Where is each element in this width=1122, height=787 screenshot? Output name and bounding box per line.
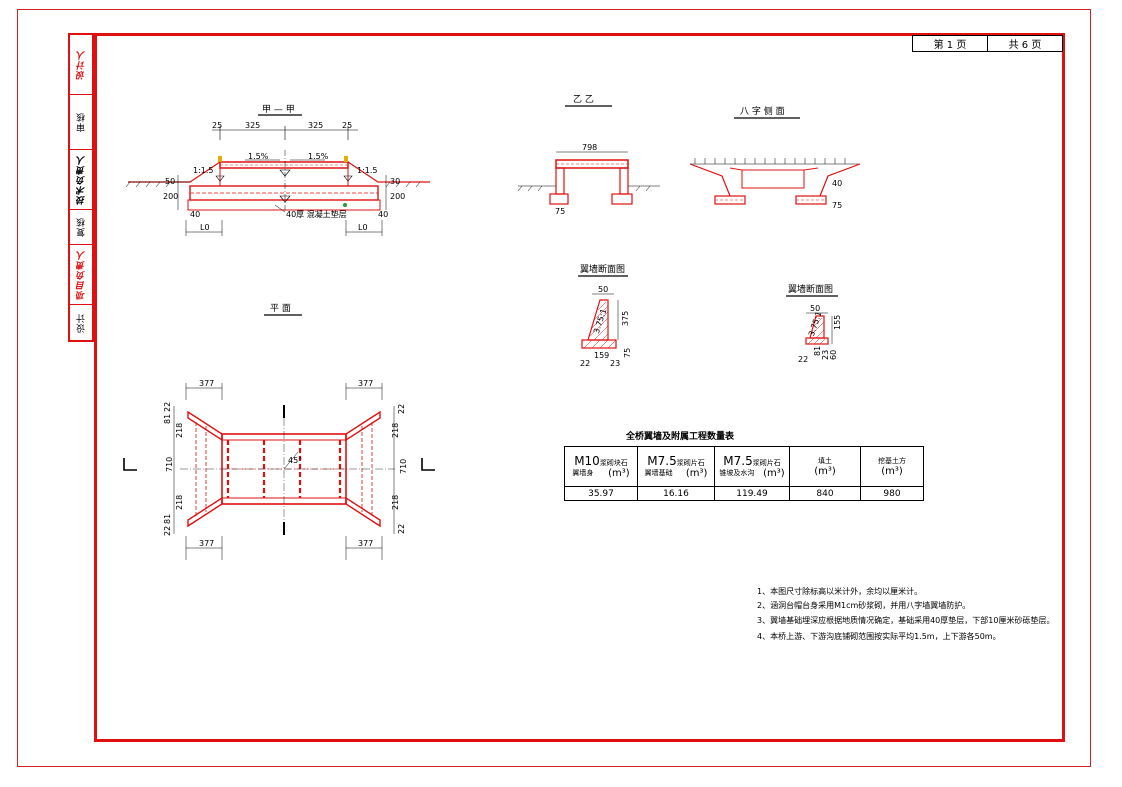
wall2-left: 22 [798,355,808,364]
wall2-right: 23 [821,350,830,360]
table-header-cell: 填土 (m³) [789,446,861,487]
dim-25-left: 25 [212,121,222,130]
quantity-table-title: 全桥翼墙及附属工程数量表 [626,432,735,442]
plan-bottom-right: 377 [358,539,373,548]
plan-right-2: 218 [391,423,400,438]
sig-cell-3: 技术负责人 [70,150,92,210]
note-2: 2、涵洞台帽台身采用M1cm砂浆砌，并用八字墙翼墙防护。 [757,601,971,610]
section-a: 甲 — 甲 25 325 325 25 1.5% 1.5% 1:1.5 1:1.… [125,104,430,236]
wall2-mid: 81 [813,346,822,356]
sig-cell-1: 设计人 [70,35,92,95]
table-header-cell: M7.5浆砌片石 翼墙基础(m³) [637,446,715,487]
drawing-frame [94,33,1065,742]
page-total: 共 6 页 [987,36,1062,51]
plan-angle: 45° [288,456,302,465]
sig-cell-2: 审核 [70,95,92,150]
plan-left-1: 22 [163,402,172,412]
plan-left-3: 218 [175,423,184,438]
plan-left-4: 710 [165,457,174,472]
side-slope-left: 1:1.5 [193,166,214,175]
wall1-right: 23 [610,359,620,368]
wall1-title: 翼墙断面图 [580,263,625,275]
table-cell: 35.97 [564,486,638,501]
page-number-box: 第 1 页 共 6 页 [912,35,1063,52]
wall1-top: 50 [598,285,608,294]
dim-200-right: 200 [390,192,405,201]
section-b-title: 乙 乙 [573,94,594,105]
wing-dim-75: 75 [832,201,842,210]
table-header-cell: M10浆砌块石 翼墙身(m³) [564,446,638,487]
dim-40-right: 40 [378,210,388,219]
plan-bottom-left: 377 [199,539,214,548]
table-header-row: M10浆砌块石 翼墙身(m³) M7.5浆砌片石 翼墙基础(m³) M7.5浆砌… [564,446,924,487]
dim-50: 50 [165,177,175,186]
wall1-base: 159 [594,351,609,360]
dim-325-right: 325 [308,121,323,130]
sig-cell-4: 复核 [70,210,92,245]
plan-view: 平 面 377 377 377 377 [123,303,435,560]
plan-right-5: 22 [397,524,406,534]
section-b-width: 798 [582,143,597,152]
plan-right-1: 22 [397,404,406,414]
outer-frame [17,9,1091,767]
table-header-cell: 挖基土方 (m³) [860,446,924,487]
wall2-height: 155 [833,315,842,330]
plan-title: 平 面 [270,303,291,314]
cushion-label: 40厚 混凝土垫层 [286,209,347,219]
dim-25-right: 25 [342,121,352,130]
offset-right: L0 [358,223,368,232]
wall1-slope: 3.75:1 [592,308,608,335]
plan-right-4: 218 [391,495,400,510]
table-row: 35.97 16.16 119.49 840 980 [564,486,924,501]
section-b: 乙 乙 798 75 [517,94,660,216]
note-3: 3、翼墙基础埋深应根据地质情况确定，基础采用40厚垫层，下部10厘米砂砾垫层。 [757,616,1055,625]
signature-strip: 设计人 审核 技术负责人 复核 项目负责人 设计 [68,33,94,342]
plan-left-2: 81 [163,414,172,424]
dim-30: 30 [390,177,400,186]
wing-title: 八 字 侧 面 [740,105,785,117]
wall1-foot: 75 [623,348,632,358]
plan-top-left: 377 [199,379,214,388]
note-1: 1、本图尺寸除标高以米计外，余均以厘米计。 [757,587,923,596]
wall-section-2: 翼墙断面图 50 3.75:1 155 22 81 23 60 [786,283,842,364]
plan-left-7: 22 [163,526,172,536]
wall2-top: 50 [810,304,820,313]
section-a-title: 甲 — 甲 [262,104,295,115]
quantity-table: M10浆砌块石 翼墙身(m³) M7.5浆砌片石 翼墙基础(m³) M7.5浆砌… [564,446,924,501]
wall2-foot: 60 [829,350,838,360]
plan-right-3: 710 [399,459,408,474]
wall2-title: 翼墙断面图 [788,283,833,295]
table-header-cell: M7.5浆砌片石 锥坡及水沟(m³) [714,446,790,487]
slope-left: 1.5% [248,152,269,161]
dim-40-left: 40 [190,210,200,219]
dim-200-left: 200 [163,192,178,201]
slope-right: 1.5% [308,152,329,161]
plan-top-right: 377 [358,379,373,388]
offset-left: L0 [200,223,210,232]
table-cell: 16.16 [637,486,715,501]
sig-cell-5: 项目负责人 [70,245,92,305]
wall1-height: 375 [621,311,630,326]
wing-dim-40: 40 [832,179,842,188]
table-cell: 980 [860,486,924,501]
table-cell: 119.49 [714,486,790,501]
wing-section: 八 字 侧 面 40 75 [689,105,861,210]
note-4: 4、本桥上游、下游沟底铺砌范围按实际平均1.5m，上下游各50m。 [757,632,1001,641]
section-b-base: 75 [555,207,565,216]
wall-section-1: 翼墙断面图 50 3.75:1 375 159 22 23 75 [578,263,632,368]
wall1-left: 22 [580,359,590,368]
plan-left-5: 218 [175,495,184,510]
side-slope-right: 1:1.5 [357,166,378,175]
table-cell: 840 [789,486,861,501]
plan-left-6: 81 [163,514,172,524]
dim-325-left: 325 [245,121,260,130]
page-current: 第 1 页 [933,40,967,51]
